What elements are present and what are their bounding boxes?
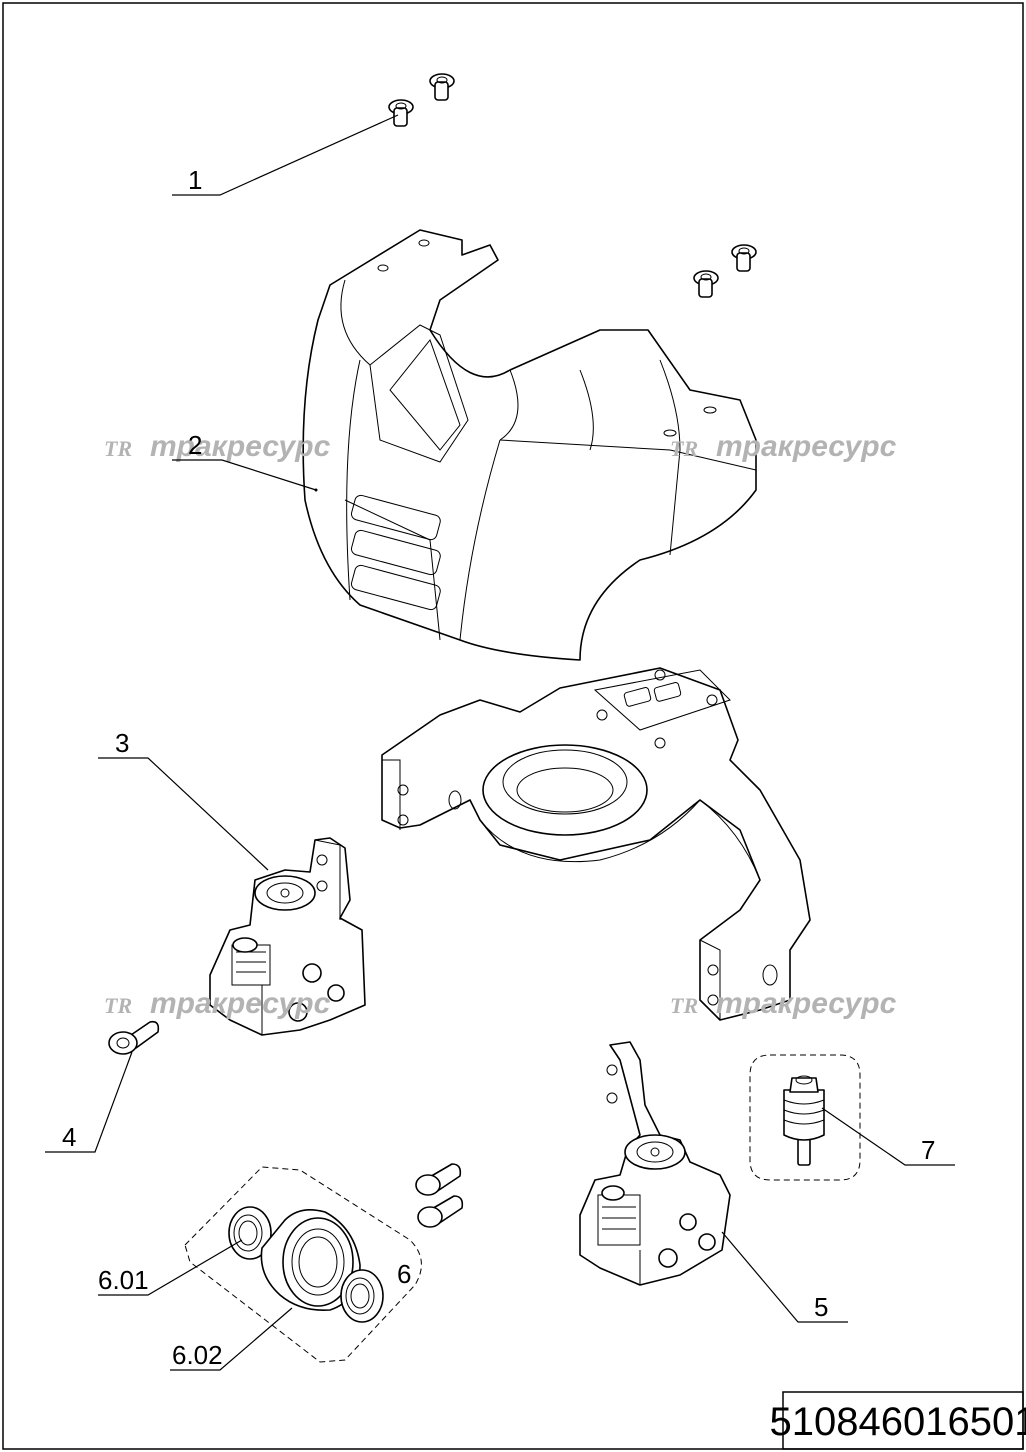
callout-1: 1 (172, 114, 399, 196)
part-4-bolt (108, 1020, 160, 1055)
callout-6-label: 6 (397, 1259, 411, 1289)
callout-6-02: 6.02 (170, 1307, 293, 1371)
callout-6-01: 6.01 (98, 1239, 243, 1296)
svg-text:TR: TR (670, 993, 698, 1018)
screws-right (693, 244, 757, 298)
document-number-box: 510846016501 (770, 1391, 1026, 1450)
callout-3: 3 (98, 728, 269, 871)
callout-5: 5 (721, 1231, 848, 1323)
part-3-tensioner (209, 837, 366, 1036)
callout-2: 2 (172, 430, 318, 492)
document-number: 510846016501 (770, 1400, 1026, 1444)
svg-text:тракресурс: тракресурс (150, 430, 331, 463)
callout-6: 6 (397, 1259, 411, 1289)
part-6-group-outline (184, 1166, 422, 1363)
watermark-2: TR тракресурс (670, 430, 897, 463)
callout-1-label: 1 (188, 165, 202, 195)
callout-3-label: 3 (115, 728, 129, 758)
callout-6-02-label: 6.02 (172, 1340, 223, 1370)
part-6-02-roller (260, 1209, 361, 1312)
watermark-3: TR тракресурс (104, 987, 331, 1020)
part-6-bearing-right (340, 1269, 384, 1323)
svg-text:тракресурс: тракресурс (716, 987, 897, 1020)
part-1-screw (388, 73, 455, 127)
part-2-cover (302, 229, 757, 661)
callout-6-01-label: 6.01 (98, 1265, 149, 1295)
svg-text:тракресурс: тракресурс (716, 430, 897, 463)
svg-text:TR: TR (104, 436, 132, 461)
callout-7-label: 7 (921, 1135, 935, 1165)
svg-text:тракресурс: тракресурс (150, 987, 331, 1020)
callout-2-label: 2 (188, 430, 202, 460)
callout-4-label: 4 (62, 1122, 76, 1152)
part-7-spring-bolt (783, 1075, 825, 1166)
callout-5-label: 5 (814, 1292, 828, 1322)
part-6-bolts (415, 1163, 464, 1228)
svg-text:TR: TR (670, 436, 698, 461)
watermark-4: TR тракресурс (670, 987, 897, 1020)
callout-7: 7 (821, 1107, 955, 1166)
main-frame-bracket (381, 667, 811, 1021)
watermark-1: TR тракресурс (104, 430, 331, 463)
part-5-tensioner (579, 1041, 731, 1286)
part-6-01-bearing (228, 1206, 272, 1260)
svg-text:TR: TR (104, 993, 132, 1018)
part-7-group-outline (749, 1054, 861, 1181)
callout-4: 4 (45, 1051, 133, 1153)
